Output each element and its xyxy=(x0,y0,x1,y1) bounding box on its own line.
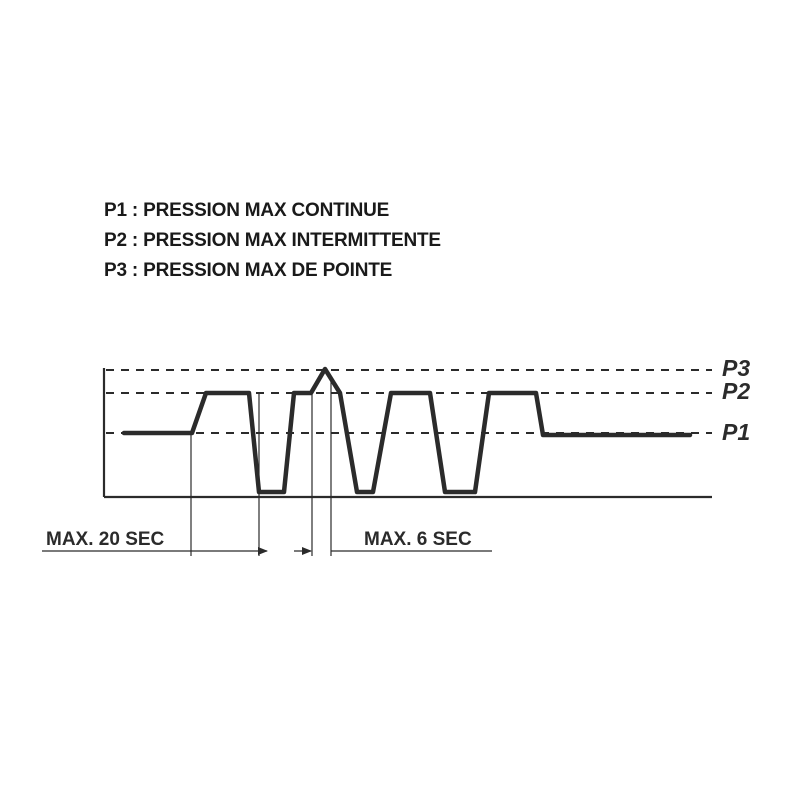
p3-label: P3 xyxy=(722,355,750,381)
duration-6s-label: MAX. 6 SEC xyxy=(364,529,472,550)
pressure-curve xyxy=(121,366,693,495)
duration-20s-label: MAX. 20 SEC xyxy=(46,529,165,550)
legend: P1 : PRESSION MAX CONTINUE P2 : PRESSION… xyxy=(104,196,441,286)
p1-label: P1 xyxy=(722,419,750,445)
legend-p1: P1 : PRESSION MAX CONTINUE xyxy=(104,200,390,221)
legend-p3: P3 : PRESSION MAX DE POINTE xyxy=(104,260,393,281)
p2-label: P2 xyxy=(722,378,750,404)
legend-p2: P2 : PRESSION MAX INTERMITTENTE xyxy=(104,230,441,251)
